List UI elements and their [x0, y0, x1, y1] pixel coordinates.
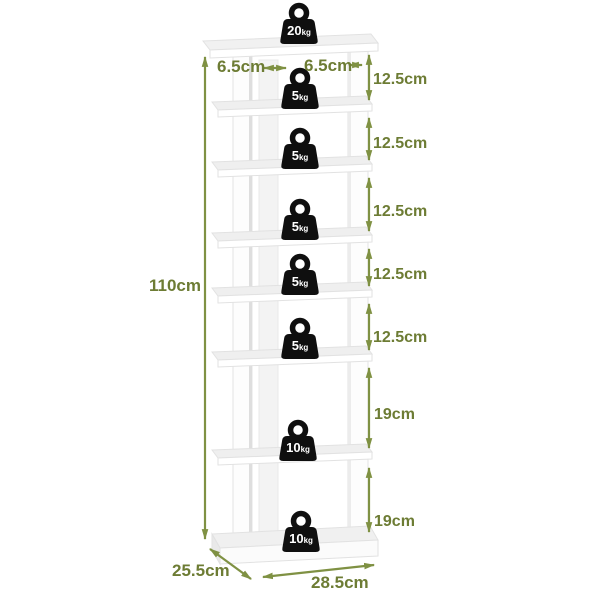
- weight-label: 5kg: [291, 88, 309, 103]
- shelf-gap-label: 12.5cm: [373, 71, 428, 88]
- top-left-offset-label: 6.5cm: [217, 57, 266, 76]
- shelf-gap-label: 12.5cm: [373, 203, 428, 220]
- shelf-gap-label: 12.5cm: [373, 135, 428, 152]
- top-right-offset-label: 6.5cm: [304, 56, 353, 75]
- weight-label: 20kg: [287, 23, 311, 38]
- dimension-arrows: [201, 53, 376, 580]
- weight-label: 5kg: [291, 274, 309, 289]
- width-dimension-label: 28.5cm: [311, 573, 369, 592]
- weight-label: 10kg: [289, 531, 313, 546]
- depth-arrow: [209, 548, 252, 580]
- weight-label: 10kg: [286, 440, 310, 455]
- shoe-rack: [202, 33, 379, 566]
- weight-label: 5kg: [291, 148, 309, 163]
- shelf-gap-label: 19cm: [374, 513, 415, 530]
- weight-label: 5kg: [291, 219, 309, 234]
- height-dimension-label: 110cm: [149, 276, 201, 295]
- weight-label: 5kg: [291, 338, 309, 353]
- shelf-gap-label: 12.5cm: [373, 266, 428, 283]
- shelf-gap-label: 19cm: [374, 406, 415, 423]
- width-arrow: [261, 562, 376, 580]
- depth-dimension-label: 25.5cm: [172, 561, 230, 580]
- shelf-gap-label: 12.5cm: [373, 329, 428, 346]
